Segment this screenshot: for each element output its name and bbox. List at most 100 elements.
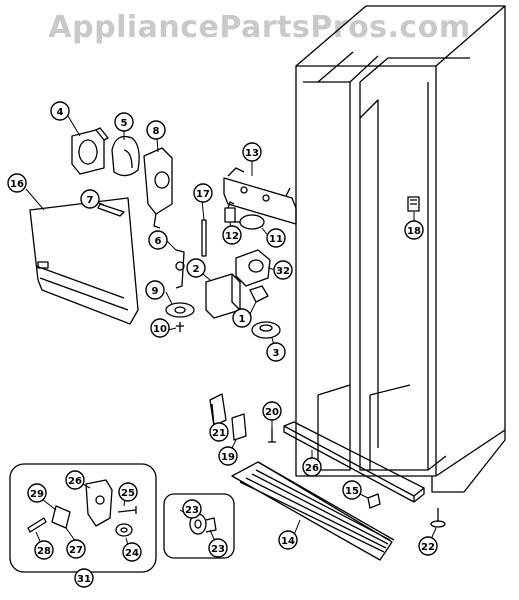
part-32-solenoid xyxy=(235,249,271,303)
callout-circle xyxy=(342,480,362,500)
callout-number: 15 xyxy=(345,486,359,497)
callout-circle xyxy=(145,280,165,300)
callout-31: 31 xyxy=(74,568,94,588)
callout-circle xyxy=(122,542,142,562)
callout-circle xyxy=(208,538,228,558)
part-13-bracket xyxy=(223,167,297,225)
callout-2: 2 xyxy=(186,258,206,278)
callout-circle xyxy=(186,258,206,278)
callout-number: 23 xyxy=(185,505,199,516)
callout-number: 5 xyxy=(121,118,128,129)
callout-15: 15 xyxy=(342,480,362,500)
callout-circle xyxy=(118,482,138,502)
callout-circle xyxy=(65,470,85,490)
callout-number: 10 xyxy=(153,324,167,335)
callout-32: 32 xyxy=(273,260,293,280)
callout-number: 7 xyxy=(87,195,94,206)
callout-number: 31 xyxy=(77,574,91,585)
part-15-clip xyxy=(367,493,381,509)
callout-number: 11 xyxy=(269,234,283,245)
part-20-screw xyxy=(268,428,276,443)
part-14-grille xyxy=(231,461,395,561)
callout-circle xyxy=(209,422,229,442)
callout-6: 6 xyxy=(148,230,168,250)
callout-19: 19 xyxy=(218,446,238,466)
callout-circle xyxy=(242,142,262,162)
callout-circle xyxy=(222,225,242,245)
callout-number: 14 xyxy=(281,536,295,547)
callout-number: 32 xyxy=(276,266,290,277)
callout-13: 13 xyxy=(242,142,262,162)
callout-number: 18 xyxy=(407,226,421,237)
part-11-bulb xyxy=(234,214,265,230)
callout-circle xyxy=(418,536,438,556)
callout-circle xyxy=(74,568,94,588)
callout-18: 18 xyxy=(404,220,424,240)
part-16-panel xyxy=(29,197,139,325)
callout-number: 20 xyxy=(265,407,279,418)
callout-9: 9 xyxy=(145,280,165,300)
callout-16: 16 xyxy=(7,173,27,193)
callout-8: 8 xyxy=(146,120,166,140)
callout-number: 22 xyxy=(421,542,435,553)
part-9-wheel xyxy=(165,302,195,318)
callout-12: 12 xyxy=(222,225,242,245)
callout-21: 21 xyxy=(209,422,229,442)
callout-28: 28 xyxy=(34,540,54,560)
callout-circle xyxy=(148,230,168,250)
callout-22: 22 xyxy=(418,536,438,556)
callout-circle xyxy=(302,457,322,477)
callout-circle xyxy=(34,540,54,560)
part-22-leg xyxy=(430,508,446,528)
callout-circle xyxy=(193,183,213,203)
callout-circle xyxy=(27,483,47,503)
callout-number: 4 xyxy=(57,107,64,118)
callout-circle xyxy=(218,446,238,466)
callout-number: 12 xyxy=(225,231,239,242)
part-6-rod xyxy=(175,249,185,289)
refrigerator-cabinet xyxy=(295,5,506,493)
callout-number: 2 xyxy=(193,264,200,275)
callout-circle xyxy=(7,173,27,193)
callout-number: 19 xyxy=(221,452,235,463)
callout-number: 25 xyxy=(121,488,135,499)
callout-23: 23 xyxy=(182,499,202,519)
callout-27: 27 xyxy=(66,539,86,559)
watermark-text: AppliancePartsPros.com xyxy=(48,10,471,45)
callout-5: 5 xyxy=(114,112,134,132)
callout-circle xyxy=(278,530,298,550)
callout-number: 8 xyxy=(153,126,160,137)
callout-number: 26 xyxy=(68,476,82,487)
callout-number: 24 xyxy=(125,548,139,559)
callout-26: 26 xyxy=(302,457,322,477)
part-10-screw xyxy=(176,322,184,332)
callout-20: 20 xyxy=(262,401,282,421)
callout-number: 26 xyxy=(305,463,319,474)
callout-7: 7 xyxy=(80,189,100,209)
part-4-housing xyxy=(71,127,109,175)
callout-circle xyxy=(273,260,293,280)
callout-circle xyxy=(50,101,70,121)
callout-number: 23 xyxy=(211,544,225,555)
part-26-rail xyxy=(283,421,425,503)
callout-1: 1 xyxy=(232,308,252,328)
part-19-bracket xyxy=(231,413,247,441)
callout-circle xyxy=(80,189,100,209)
part-7-lever xyxy=(97,203,125,217)
callout-circle xyxy=(114,112,134,132)
callout-24: 24 xyxy=(122,542,142,562)
callout-number: 13 xyxy=(245,148,259,159)
part-5-cover xyxy=(111,135,140,177)
callout-26: 26 xyxy=(65,470,85,490)
callout-number: 29 xyxy=(30,489,44,500)
callout-number: 3 xyxy=(273,348,280,359)
callout-circle xyxy=(182,499,202,519)
callout-labels: 1234567891011121314151617181920212223232… xyxy=(7,101,438,588)
callout-number: 1 xyxy=(239,314,246,325)
callout-17: 17 xyxy=(193,183,213,203)
callout-number: 6 xyxy=(155,236,162,247)
callout-circle xyxy=(66,539,86,559)
part-8-actuator xyxy=(143,147,173,229)
